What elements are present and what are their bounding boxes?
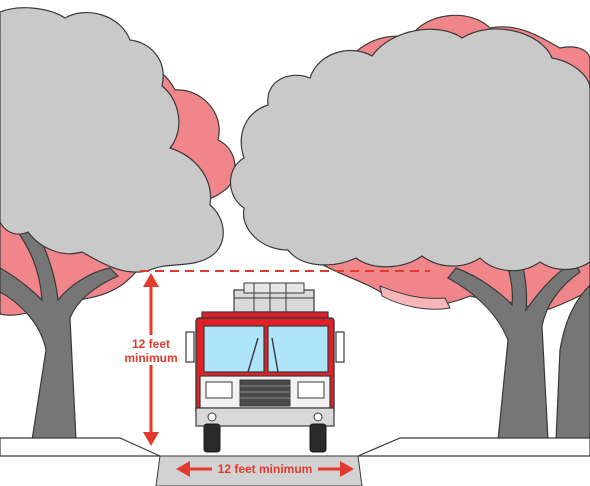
height-arrow-head-up — [143, 273, 159, 287]
truck-grille — [240, 380, 290, 406]
height-label-line2: minimum — [124, 351, 177, 365]
height-label-line1: 12 feet — [132, 337, 170, 351]
fire-truck-icon — [186, 283, 344, 452]
truck-mirror-left — [186, 332, 194, 362]
truck-wheel-right — [310, 424, 326, 452]
truck-headlight-right — [298, 382, 324, 398]
right-tree-second-trunk — [556, 285, 590, 440]
truck-bumper-light — [314, 413, 322, 421]
truck-headlight-left — [206, 382, 232, 398]
truck-bumper — [196, 408, 334, 426]
truck-mirror-right — [336, 332, 344, 362]
width-label: 12 feet minimum — [218, 462, 313, 476]
truck-wheel-left — [204, 424, 220, 452]
roadside-left — [0, 438, 160, 456]
roadside-right — [358, 438, 590, 456]
height-arrow-head-down — [143, 432, 159, 446]
right-tree-gray-canopy — [231, 29, 590, 271]
truck-bumper-light — [208, 413, 216, 421]
truck-ladder-rail — [244, 283, 304, 293]
